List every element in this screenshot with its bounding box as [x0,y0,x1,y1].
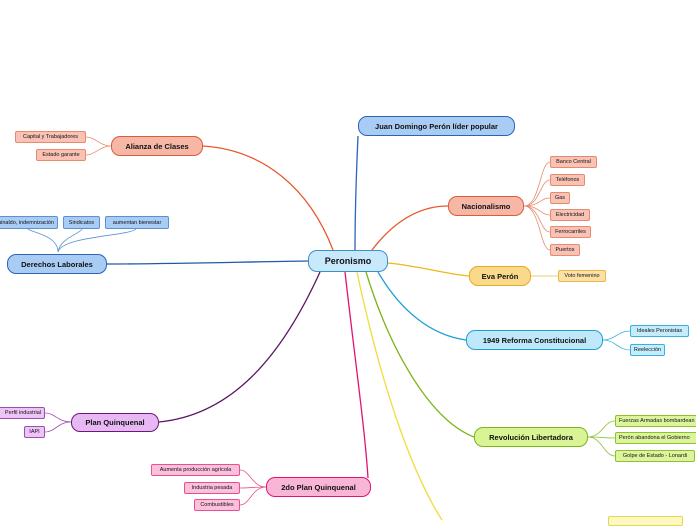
leaf-ideales-peronistas[interactable]: Ideales Peronistas [630,325,689,337]
leaf-golpe-de-estado[interactable]: Golpe de Estado - Lonardi [615,450,695,462]
leaf-voto-femenino[interactable]: Voto femenino [558,270,606,282]
leaf-iapi[interactable]: IAPI [24,426,45,438]
partial-hidden-node [608,516,683,526]
leaf-industria-pesada[interactable]: Industria pesada [184,482,240,494]
node-eva-peron[interactable]: Eva Perón [469,266,531,286]
leaf-ferrocarriles[interactable]: Ferrocarriles [550,226,591,238]
central-node[interactable]: Peronismo [308,250,388,272]
leaf-estado-garante[interactable]: Estado garante [36,149,86,161]
node-juan-domingo[interactable]: Juan Domingo Perón líder popular [358,116,515,136]
leaf-aumentan-bienestar[interactable]: aumentan bienestar [105,216,169,229]
leaf-aumenta-produccion[interactable]: Aumenta producción agrícola [151,464,240,476]
node-2do-plan-quinquenal[interactable]: 2do Plan Quinquenal [266,477,371,497]
node-nacionalismo[interactable]: Nacionalismo [448,196,524,216]
leaf-fuerzas-armadas[interactable]: Fuerzas Armadas bombardean [615,415,696,427]
leaf-peron-abandona[interactable]: Perón abandona el Gobierno [615,432,696,444]
node-plan-quinquenal[interactable]: Plan Quinquenal [71,413,159,432]
node-alianza-de-clases[interactable]: Alianza de Clases [111,136,203,156]
leaf-electricidad[interactable]: Electricidad [550,209,590,221]
leaf-puertos[interactable]: Puertos [550,244,580,256]
leaf-aguinaldo[interactable]: aguinaldo, indemnización [0,216,58,229]
node-revolucion-libertadora[interactable]: Revolución Libertadora [474,427,588,447]
node-derechos-laborales[interactable]: Derechos Laborales [7,254,107,274]
leaf-reeleccion[interactable]: Reelección [630,344,665,356]
leaf-capital-trabajadores[interactable]: Capital y Trabajadores [15,131,86,143]
leaf-combustibles[interactable]: Combustibles [194,499,240,511]
leaf-perfil-industrial[interactable]: Perfil industrial [0,407,45,419]
leaf-sindicatos[interactable]: Sindicatos [63,216,100,229]
node-reforma-constitucional[interactable]: 1949 Reforma Constitucional [466,330,603,350]
leaf-gas[interactable]: Gas [550,192,570,204]
leaf-telefonos[interactable]: Teléfonos [550,174,585,186]
leaf-banco-central[interactable]: Banco Central [550,156,597,168]
